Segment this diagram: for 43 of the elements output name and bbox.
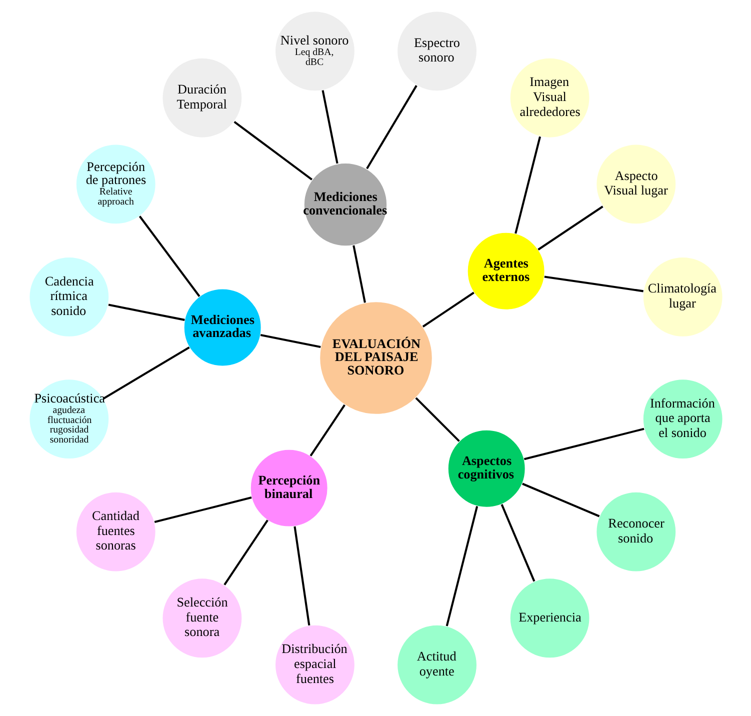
connector (544, 276, 643, 292)
connector (309, 404, 345, 456)
node-circle: Experiencia (509, 578, 590, 658)
connector (522, 482, 600, 518)
node-circle: Cadencia rítmica sonido (28, 256, 109, 338)
connector (108, 304, 184, 321)
connector (537, 206, 603, 250)
node-circle: Imagen Visual alrededores (509, 58, 590, 138)
node-circle: Percepción binaural (250, 449, 328, 528)
connector (138, 216, 200, 297)
node-circle: Percepción de patrones Relative approach (75, 144, 156, 224)
connector (422, 292, 474, 328)
node-circle: Duración Temporal (161, 58, 242, 138)
node-circle: Nivel sonoro Leq dBA, dBC (274, 10, 355, 92)
node-circle: Distribución espacial fuentes (274, 624, 355, 706)
node-circle: Agentes externos (466, 232, 545, 310)
connector (233, 121, 312, 180)
connector (223, 520, 268, 586)
connector (366, 85, 417, 170)
connector (321, 90, 338, 164)
connector (102, 346, 190, 400)
connector (500, 504, 535, 582)
node-circle: Mediciones convencionales (303, 162, 387, 246)
connector (154, 496, 252, 524)
node-circle: Aspecto Visual lugar (595, 144, 676, 224)
node-circle: EVALUACIÓN DEL PAISAJE SONORO (318, 301, 432, 415)
node-circle: Climatología lugar (642, 256, 723, 338)
node-circle: Información que aporta el sonido (642, 378, 723, 460)
connector (293, 526, 310, 626)
connector (514, 136, 541, 234)
node-circle: Reconocer sonido (595, 492, 676, 572)
connector (445, 506, 478, 626)
node-circle: Psicoacústica agudeza fluctuación rugosidad sonoridad (28, 378, 109, 460)
node-circle: Actitud oyente (396, 624, 477, 706)
connector (260, 334, 320, 348)
node-circle: Selección fuente sonora (161, 578, 242, 658)
node-circle: Espectro sonoro (396, 10, 477, 92)
node-circle: Aspectos cognitivos (447, 430, 526, 508)
node-circle: Cantidad fuentes sonoras (75, 492, 156, 572)
connector (414, 397, 460, 442)
connector (523, 428, 644, 460)
node-circle: Mediciones avanzadas (183, 288, 262, 367)
connector (352, 245, 366, 303)
